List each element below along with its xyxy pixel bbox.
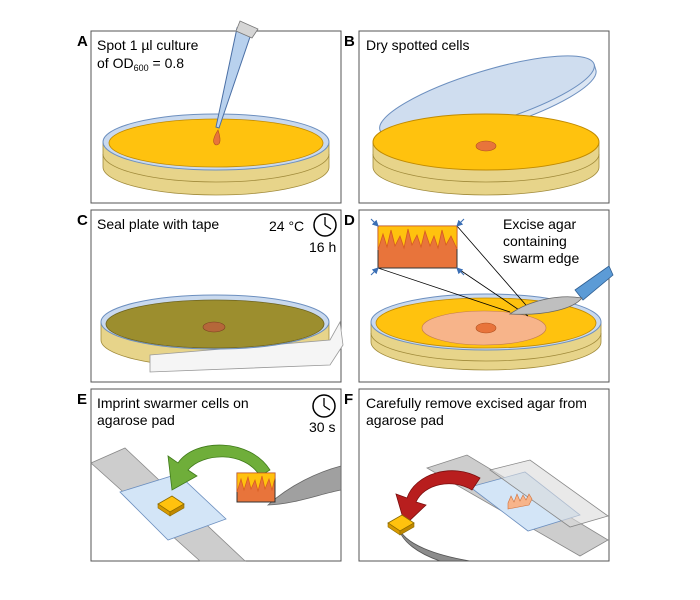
panel-d: D Excise agar containing swarm edge	[344, 209, 614, 383]
panel-b: B Dry spotted cells	[344, 30, 610, 204]
panel-a: A Spot 1 µl culture of OD600 = 0.8	[77, 20, 342, 204]
panel-label-b: B	[344, 33, 355, 50]
spatula-icon	[508, 265, 614, 315]
zoom-lines	[377, 225, 533, 317]
clock-icon	[312, 394, 336, 418]
caption-e-line2: agarose pad	[97, 412, 175, 428]
sealed-petri-dish	[100, 294, 344, 373]
panel-label-f: F	[344, 391, 353, 408]
clock-icon	[313, 213, 337, 237]
caption-a-line1: Spot 1 µl culture	[97, 37, 199, 53]
panel-label-d: D	[344, 212, 355, 229]
spatula-icon	[236, 465, 342, 506]
panel-label-c: C	[77, 212, 88, 229]
caption-a-line2: of OD600 = 0.8	[97, 55, 184, 73]
caption-b: Dry spotted cells	[366, 37, 469, 53]
swarm-imprint	[507, 493, 533, 510]
caption-e-line1: Imprint swarmer cells on	[97, 395, 249, 411]
caption-d-line3: swarm edge	[503, 250, 579, 266]
panel-label-a: A	[77, 33, 88, 50]
caption-f-line2: agarose pad	[366, 412, 444, 428]
duration-label-e: 30 s	[309, 419, 335, 435]
spatula-icon	[397, 524, 471, 562]
pipette-icon	[213, 20, 259, 146]
petri-dish-d	[370, 293, 602, 371]
swarm-edge-zoom	[370, 218, 465, 276]
caption-d-line2: containing	[503, 233, 567, 249]
excised-agar-block	[387, 514, 415, 536]
panel-c: C Seal plate with tape 24 °C 16 h	[77, 209, 344, 383]
temperature-label: 24 °C	[269, 218, 304, 234]
panel-e: E Imprint swarmer cells on agarose pad 3…	[77, 388, 342, 562]
caption-d-line1: Excise agar	[503, 216, 576, 232]
panel-label-e: E	[77, 391, 87, 408]
caption-f-line1: Carefully remove excised agar from	[366, 395, 587, 411]
petri-dish-b	[372, 113, 600, 196]
agar-block-on-pad	[157, 495, 185, 517]
panel-f: F Carefully remove excised agar from aga…	[344, 388, 610, 562]
duration-label-c: 16 h	[309, 239, 336, 255]
caption-c: Seal plate with tape	[97, 216, 219, 232]
arrow-icon	[167, 444, 271, 491]
